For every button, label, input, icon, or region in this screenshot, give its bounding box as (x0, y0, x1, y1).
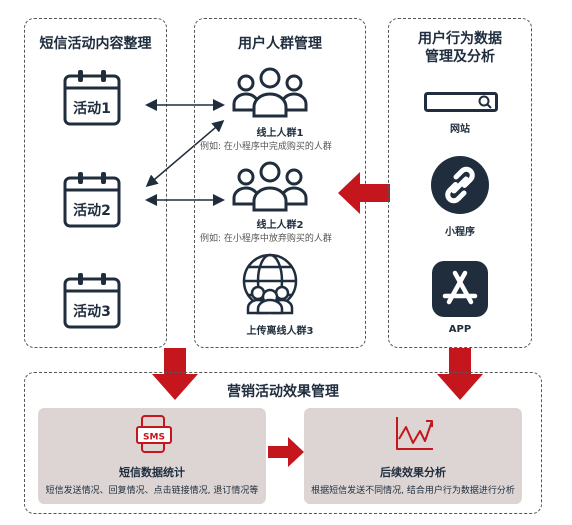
red-arrow-down-right (437, 348, 483, 400)
marketing-effect-title: 营销活动效果管理 (227, 384, 339, 400)
sms-icon-text: SMS (143, 433, 165, 443)
app-label: APP (448, 324, 472, 335)
behavior-panel-title-line2: 管理及分析 (425, 49, 495, 65)
link-chain-icon (431, 156, 489, 214)
behavior-panel-title-line1: 用户行为数据 (418, 31, 502, 47)
red-arrow-down-left (152, 348, 198, 400)
sms-phone-icon: SMS (136, 415, 172, 453)
website-label: 网站 (450, 124, 470, 135)
marketing-effect-panel (24, 372, 542, 514)
arrow-activity2-group1 (145, 120, 225, 187)
group-1-label: 线上人群1 (256, 128, 304, 139)
red-arrow-right (268, 437, 304, 467)
behavior-panel (388, 18, 532, 348)
group-2-label: 线上人群2 (256, 220, 304, 231)
sms-stats-label: 短信数据统计 (119, 466, 185, 479)
calendar-icon-1 (63, 70, 121, 126)
search-bar-icon (424, 92, 498, 112)
user-group-panel (194, 18, 366, 348)
group-3-label: 上传离线人群3 (246, 326, 314, 337)
analysis-desc: 根据短信发送不同情况, 结合用户行为数据进行分析 (311, 486, 515, 496)
activity-1-label: 活动1 (73, 101, 111, 117)
group-2-desc: 例如: 在小程序中放弃购买的人群 (200, 234, 332, 244)
globe-people-icon (242, 253, 298, 315)
analysis-card (304, 408, 522, 504)
sms-stats-card (38, 408, 266, 504)
trend-chart-icon (396, 417, 433, 450)
people-group-icon-1 (232, 67, 308, 118)
people-group-icon-2 (232, 161, 308, 212)
sms-stats-desc: 短信发送情况、回复情况、点击链接情况, 退订情况等 (45, 486, 259, 496)
user-group-panel-title: 用户人群管理 (238, 36, 322, 52)
sms-activity-panel-title: 短信活动内容整理 (39, 36, 152, 52)
analysis-label: 后续效果分析 (380, 466, 446, 479)
miniprogram-label: 小程序 (445, 227, 475, 238)
activity-2-label: 活动2 (73, 203, 111, 219)
activity-3-label: 活动3 (73, 304, 111, 320)
calendar-icon-3 (63, 273, 121, 329)
group-1-desc: 例如: 在小程序中完成购买的人群 (200, 142, 332, 152)
calendar-icon-2 (63, 172, 121, 228)
app-store-icon (432, 261, 488, 317)
red-arrow-left (338, 172, 390, 214)
